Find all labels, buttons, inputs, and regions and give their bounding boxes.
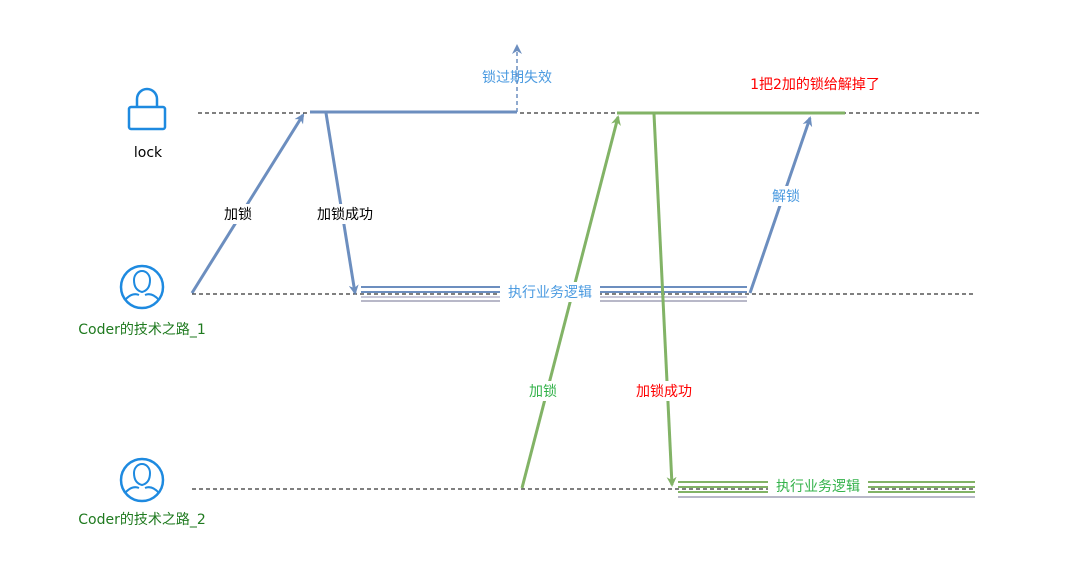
c1-business-label: 执行业务逻辑 [508, 285, 592, 301]
c1-unlock-label: 解锁 [772, 189, 800, 205]
lock-label: lock [134, 145, 163, 161]
c2-lock-success-arrow [652, 113, 677, 487]
c1-lock-success-arrow [324, 112, 359, 295]
c2-business-label: 执行业务逻辑 [776, 479, 860, 495]
user-icon [119, 457, 165, 503]
lock-expire-label: 锁过期失效 [482, 70, 552, 86]
coder1-label: Coder的技术之路_1 [78, 322, 206, 338]
c2-lock-arrow [520, 115, 621, 489]
unlocked-by-1-label: 1把2加的锁给解掉了 [750, 77, 880, 93]
user-icon [119, 264, 165, 310]
c1-lock-label: 加锁 [224, 207, 252, 223]
c1-lock-success-label: 加锁成功 [317, 207, 373, 223]
c2-lock-success-label: 加锁成功 [636, 384, 692, 400]
c2-lock-label: 加锁 [529, 384, 557, 400]
lock-icon [127, 87, 167, 131]
coder2-label: Coder的技术之路_2 [78, 512, 206, 528]
